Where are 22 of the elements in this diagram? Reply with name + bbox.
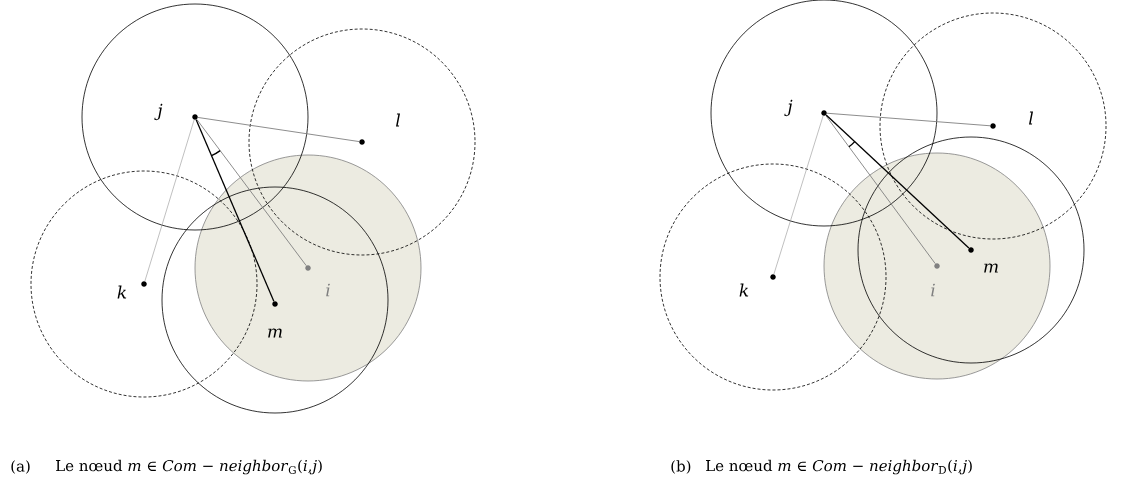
caption-text: Le nœud m ∈ Com − neighbor$_{D}$(i,j) (706, 459, 972, 475)
link-line (826, 112, 991, 127)
point-label: i (931, 283, 935, 297)
link-line (196, 118, 307, 267)
point-label: k (739, 283, 749, 297)
link-line (825, 114, 970, 249)
link-line (195, 119, 275, 302)
point-label: k (117, 285, 127, 299)
point-label: i (326, 283, 330, 297)
link-line (825, 114, 936, 265)
point-label: m (268, 328, 282, 338)
point-label: j (154, 103, 163, 121)
link-line (773, 115, 824, 275)
point-label: j (784, 99, 793, 117)
point-label: l (396, 113, 400, 127)
subfigure-letter: (a) (11, 460, 30, 474)
caption-text: Le nœud m ∈ Com − neighbor$_{G}$(i,j) (56, 459, 322, 475)
subfigure-letter: (b) (671, 460, 691, 474)
point-label: l (1029, 111, 1034, 125)
link-line (144, 119, 195, 282)
link-line (197, 117, 360, 142)
point-label: m (984, 263, 998, 273)
